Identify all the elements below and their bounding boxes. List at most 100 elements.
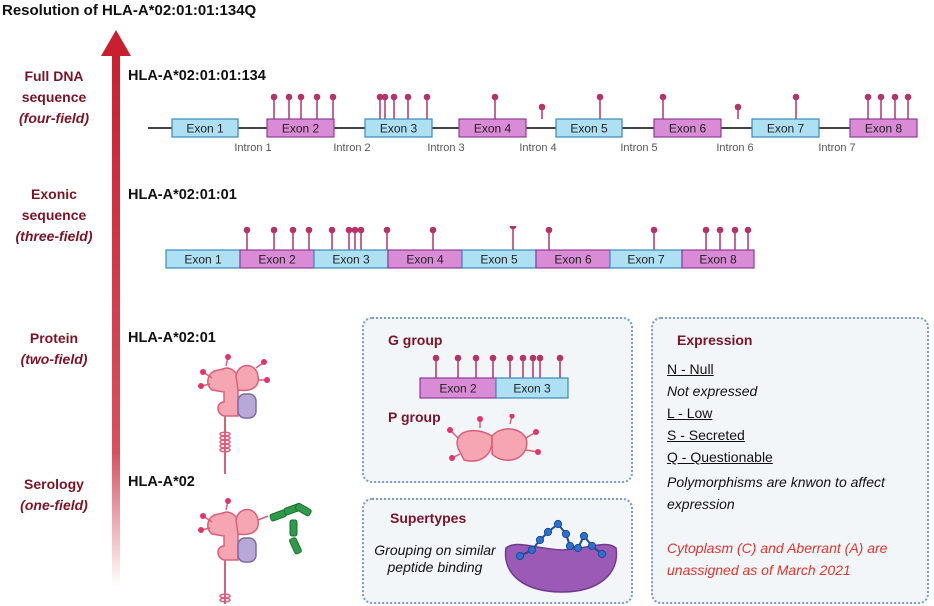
polymorphism-pin bbox=[289, 226, 297, 250]
gene-structure-diagram: Exon 1 Exon 2 Exon 3 Exon 4 Exon 5 Exon 6 Exon… bbox=[148, 93, 918, 154]
exon-label: Exon 3 bbox=[380, 122, 418, 136]
polymorphism-pin bbox=[472, 354, 480, 378]
polymorphism-pin bbox=[659, 93, 667, 119]
polymorphism-pin bbox=[297, 93, 305, 119]
exon-label: Exon 5 bbox=[570, 122, 608, 136]
exonic-exon-2-box: Exon 2 bbox=[239, 249, 315, 269]
polymorphism-pin bbox=[305, 226, 313, 250]
polymorphism-pin bbox=[556, 354, 564, 378]
polymorphism-pin bbox=[313, 93, 321, 119]
polymorphism-pin bbox=[904, 93, 912, 119]
polymorphism-pin bbox=[596, 93, 604, 119]
polymorphism-pin bbox=[792, 93, 800, 119]
polymorphism-pin bbox=[243, 226, 251, 250]
p-group-title: P group bbox=[388, 409, 441, 425]
polymorphism-pin bbox=[744, 226, 752, 250]
polymorphism-pin bbox=[383, 226, 391, 250]
exonic-exon-6-box: Exon 6 bbox=[535, 249, 611, 269]
exon-label: Exon 7 bbox=[767, 122, 805, 136]
polymorphism-pin bbox=[345, 226, 353, 250]
allele-three-field: HLA-A*02:01:01 bbox=[128, 187, 237, 203]
polymorphism-pin bbox=[545, 226, 553, 250]
polymorphism-pin bbox=[891, 93, 899, 119]
intron-7-label: Intron 7 bbox=[818, 142, 855, 154]
resolution-arrow bbox=[101, 30, 131, 586]
polymorphism-pin bbox=[404, 93, 412, 119]
exon-label: Exon 2 bbox=[439, 382, 477, 396]
level-field: (two-field) bbox=[20, 351, 88, 367]
exon-label: Exon 1 bbox=[184, 253, 222, 267]
polymorphism-pin bbox=[489, 354, 497, 378]
g-group-exon-2-box: Exon 2 bbox=[419, 377, 497, 399]
expression-title: Expression bbox=[677, 332, 753, 348]
exon-label: Exon 4 bbox=[474, 122, 512, 136]
g-group-title: G group bbox=[388, 332, 443, 348]
expression-secreted: S - Secreted bbox=[667, 427, 745, 443]
exonic-exon-4-box: Exon 4 bbox=[387, 249, 463, 269]
level-three-field: Exonic sequence (three-field) bbox=[0, 184, 108, 247]
exon-label: Exon 2 bbox=[258, 253, 296, 267]
expression-panel: Expression N - Null Not expressed L - Lo… bbox=[651, 317, 929, 604]
hla-antibody-icon bbox=[198, 498, 312, 604]
exon-7-box: Exon 7 bbox=[751, 118, 820, 138]
allele-two-field: HLA-A*02:01 bbox=[128, 330, 216, 346]
exon-label: Exon 5 bbox=[480, 253, 518, 267]
polymorphism-pin bbox=[381, 93, 389, 119]
exon-4-box: Exon 4 bbox=[458, 118, 527, 138]
polymorphism-pin bbox=[716, 226, 724, 250]
page-title: Resolution of HLA-A*02:01:01:134Q bbox=[2, 2, 257, 19]
level-field: (four-field) bbox=[19, 110, 89, 126]
intron-4-label: Intron 4 bbox=[519, 142, 556, 154]
polymorphism-pin bbox=[270, 93, 278, 119]
exonic-exon-1-box: Exon 1 bbox=[165, 249, 241, 269]
polymorphism-pin bbox=[390, 93, 398, 119]
exonic-exon-3-box: Exon 3 bbox=[313, 249, 389, 269]
exon-1-box: Exon 1 bbox=[171, 118, 239, 138]
polymorphism-pin bbox=[351, 226, 359, 250]
intron-5-label: Intron 5 bbox=[620, 142, 657, 154]
polymorphism-pin bbox=[864, 93, 872, 119]
expression-questionable: Q - Questionable bbox=[667, 449, 773, 465]
polymorphism-pin bbox=[529, 354, 537, 378]
polymorphism-pin bbox=[650, 226, 658, 250]
exon-3-box: Exon 3 bbox=[364, 118, 433, 138]
polymorphism-pin bbox=[429, 226, 437, 250]
level-name: Protein bbox=[29, 330, 79, 346]
intron-6-label: Intron 6 bbox=[716, 142, 753, 154]
polymorphism-pin bbox=[509, 226, 517, 250]
polymorphism-pin bbox=[376, 93, 384, 119]
exon-label: Exon 2 bbox=[282, 122, 320, 136]
intron-1-label: Intron 1 bbox=[234, 142, 271, 154]
polymorphism-pin bbox=[877, 93, 885, 119]
p-group-protein-icon bbox=[447, 414, 541, 462]
expression-null-desc: Not expressed bbox=[667, 383, 758, 399]
polymorphism-pin bbox=[536, 354, 544, 378]
peptide-binding-groove-icon bbox=[504, 519, 618, 593]
polymorphism-pin bbox=[454, 354, 462, 378]
exon-label: Exon 4 bbox=[406, 253, 444, 267]
expression-polymorphism-note: Polymorphisms are knwon to affect expres… bbox=[667, 474, 885, 512]
supertypes-panel: Supertypes Grouping on similar peptide b… bbox=[362, 498, 633, 604]
exon-label: Exon 8 bbox=[865, 122, 903, 136]
polymorphism-pin bbox=[519, 354, 527, 378]
exon-5-box: Exon 5 bbox=[555, 118, 623, 138]
intron-3-label: Intron 3 bbox=[427, 142, 464, 154]
polymorphism-pin bbox=[491, 93, 499, 119]
level-name: Serology bbox=[24, 476, 84, 492]
g-group-exons: Exon 2 Exon 3 bbox=[419, 354, 569, 399]
polymorphism-pin bbox=[285, 93, 293, 119]
exon-label: Exon 6 bbox=[554, 253, 592, 267]
exon-6-box: Exon 6 bbox=[653, 118, 722, 138]
level-field: (three-field) bbox=[15, 228, 93, 244]
exon-label: Exon 3 bbox=[513, 382, 551, 396]
polymorphism-pin bbox=[702, 226, 710, 250]
exonic-exon-5-box: Exon 5 bbox=[461, 249, 537, 269]
polymorphism-pin bbox=[423, 93, 431, 119]
exon-label: Exon 3 bbox=[332, 253, 370, 267]
level-field: (one-field) bbox=[20, 497, 88, 513]
exon-label: Exon 1 bbox=[186, 122, 224, 136]
polymorphism-pin bbox=[329, 93, 337, 119]
allele-one-field: HLA-A*02 bbox=[128, 474, 195, 490]
level-four-field: Full DNA sequence (four-field) bbox=[0, 66, 108, 129]
